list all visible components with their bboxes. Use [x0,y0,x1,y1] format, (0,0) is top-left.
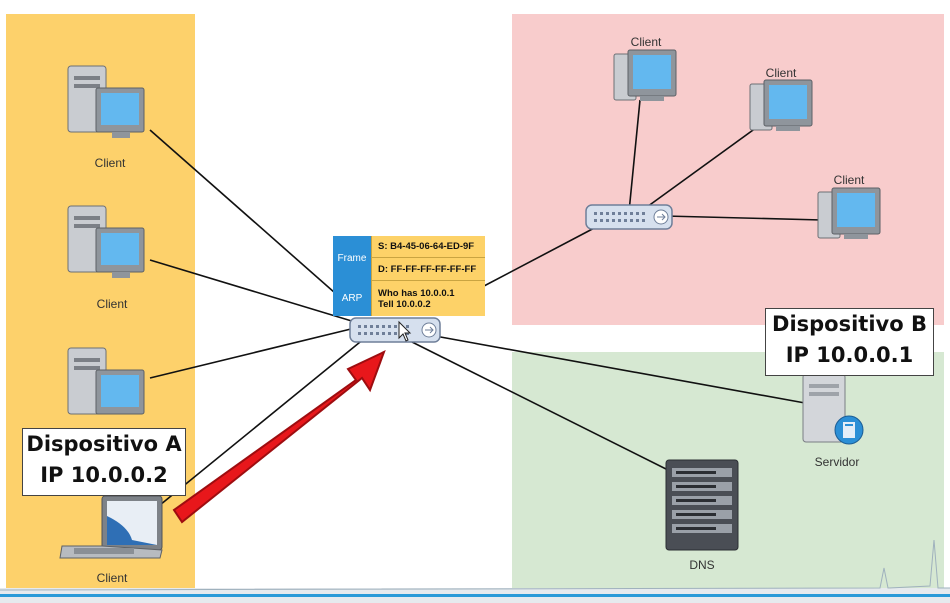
remote-switch-icon [585,204,673,230]
arp-query-who-has: Who has 10.0.0.1 [378,287,455,299]
server-label: Servidor [814,455,860,469]
dns-label: DNS [689,558,715,572]
client-2-label: Client [96,297,128,311]
remote-client-3-label: Client [833,173,865,187]
audio-waveform-bar [0,539,950,603]
desktop-computer-icon [67,65,145,138]
remote-client-2-label: Client [765,66,797,80]
cursor-icon [398,320,412,342]
remote-computer-icon [817,187,881,239]
link-dns [411,341,669,471]
remote-computer-icon [749,79,813,131]
device-a-ip: IP 10.0.0.2 [40,463,168,487]
link-client-2 [149,259,356,323]
arp-packet: Frame S: B4-45-06-64-ED-9F D: FF-FF-FF-F… [333,236,485,316]
device-b-name: Dispositivo B [772,312,927,336]
arp-query-tell: Tell 10.0.0.2 [378,298,431,310]
link-remote-client-1 [627,99,641,223]
desktop-computer-icon [67,205,145,278]
remote-client-1-label: Client [630,35,662,49]
central-switch-icon [349,317,441,343]
laptop-client-label: Client [96,571,128,585]
frame-source-mac: S: B4-45-06-64-ED-9F [371,236,485,258]
packet-direction-arrow [172,350,386,524]
link-client-3 [149,327,356,379]
frame-header-label: Frame [333,236,371,281]
link-client-1 [149,129,361,316]
dns-server-rack-icon [665,459,739,551]
arp-query: Who has 10.0.0.1 Tell 10.0.0.2 [371,280,485,316]
arp-header-label: ARP [333,280,371,316]
remote-computer-icon [613,49,677,101]
device-b-ip: IP 10.0.0.1 [785,343,914,367]
desktop-computer-icon [67,347,145,415]
laptop-icon [59,495,163,559]
client-1-label: Client [94,156,126,170]
device-b-callout: Dispositivo B IP 10.0.0.1 [765,308,934,376]
device-a-name: Dispositivo A [26,432,182,456]
link-server [434,335,806,404]
link-remote-client-2 [639,124,761,213]
device-a-callout: Dispositivo A IP 10.0.0.2 [22,428,186,496]
remote-network-zone [512,14,944,325]
link-laptop [159,337,366,506]
link-remote-client-3 [664,215,823,221]
link-switch-remote [483,224,601,287]
server-icon [802,373,864,445]
frame-destination-mac: D: FF-FF-FF-FF-FF-FF [371,258,485,280]
